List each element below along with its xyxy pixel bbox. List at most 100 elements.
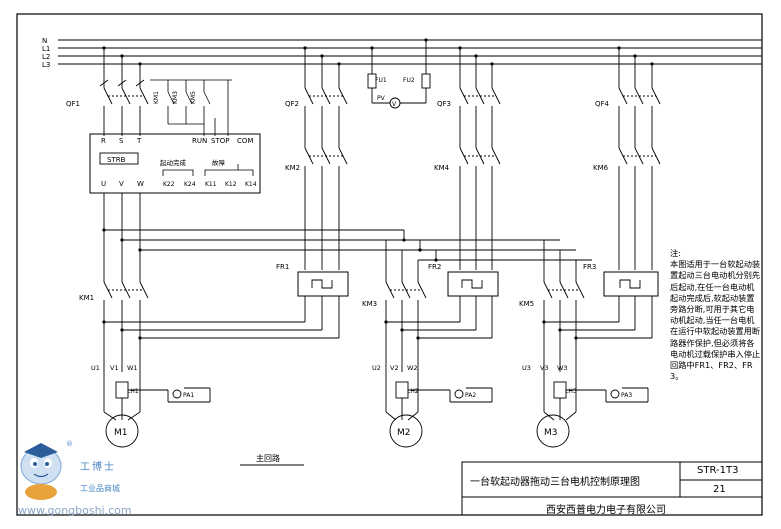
note-body: 本图适用于一台软起动装置起动三台电动机分别先后起动,在任一台电动机起动完成后,软…: [670, 259, 761, 382]
km4-label: KM4: [434, 164, 450, 172]
soft-starter-model-box: [99, 152, 139, 165]
relay-terminal-k22: K22: [163, 181, 175, 188]
km6-label: KM6: [593, 164, 609, 172]
bus-label-l3: L3: [42, 61, 50, 69]
soft-starter-box: [89, 133, 261, 194]
fu2-label: FU2: [403, 77, 415, 84]
m1-terminal-u: U1: [91, 364, 100, 372]
fu1-label: FU1: [375, 77, 387, 84]
relay-terminal-k24: K24: [184, 181, 196, 188]
terminal-v: V: [119, 180, 124, 188]
control-contact-label-km5: KM5: [190, 91, 197, 104]
control-contact-label-km3: KM3: [172, 91, 179, 104]
m2-terminal-w: W2: [407, 364, 418, 372]
km5-label: KM5: [519, 300, 534, 308]
m2-label: M2: [397, 428, 411, 438]
drawing-title: 一台软起动器拖动三台电机控制原理图: [470, 477, 640, 488]
control-contact-label-km1: KM1: [153, 91, 160, 104]
relay-terminal-k12: K12: [225, 181, 237, 188]
fr3-label: FR3: [583, 263, 596, 271]
drawing-code: STR-1T3: [697, 465, 739, 476]
company-name: 西安西普电力电子有限公司: [546, 505, 666, 516]
watermark-name: 工博士: [80, 462, 116, 473]
m3-ammeter: PA3: [621, 392, 632, 399]
relay-terminal-k11: K11: [205, 181, 217, 188]
motor-m3-group: [536, 372, 649, 448]
soft-starter-model: STRB: [107, 156, 126, 164]
qf1-breaker: [99, 48, 149, 136]
km1-contactor: [103, 281, 149, 372]
terminal-run: RUN: [192, 137, 207, 145]
note-heading: 注:: [670, 248, 681, 258]
qf3-branch: [386, 48, 501, 339]
sheet-border: [16, 13, 763, 516]
m2-ammeter: PA2: [465, 392, 476, 399]
qf1-label: QF1: [66, 100, 80, 108]
qf2-label: QF2: [285, 100, 299, 108]
motor-m2-group: [385, 372, 493, 448]
sheet-number: 21: [713, 484, 726, 495]
m1-label: M1: [114, 428, 128, 438]
qf4-label: QF4: [595, 100, 610, 108]
km5-contactor: [543, 239, 592, 372]
soft-starter-output-lines: [103, 193, 592, 282]
design-note: 注: 本图适用于一台软起动装置起动三台电动机分别先后起动,在任一台电动机起动完成…: [670, 248, 762, 448]
m1-ct: LH1: [127, 388, 139, 395]
watermark-url: www.gongboshi.com: [18, 504, 132, 517]
km1-label: KM1: [79, 294, 94, 302]
soft-starter-terminals: R S T RUN STOP COM U V W: [101, 137, 253, 188]
fr3-relay: [603, 271, 659, 297]
fr1-relay: [297, 271, 349, 297]
fuse-voltmeter: [367, 40, 431, 109]
km2-label: KM2: [285, 164, 300, 172]
m2-terminal-u: U2: [372, 364, 381, 372]
control-contact-labels: KM1 KM3 KM5: [153, 91, 197, 104]
bus-labels: N L1 L2 L3: [42, 37, 50, 69]
relay-brackets: [162, 164, 254, 176]
registered-mark: ®: [66, 440, 73, 448]
terminal-com: COM: [237, 137, 253, 145]
fr2-label: FR2: [428, 263, 441, 271]
m3-label: M3: [544, 428, 558, 438]
terminal-stop: STOP: [211, 137, 229, 145]
terminal-t: T: [136, 137, 142, 145]
motor-m1-group: [103, 372, 211, 448]
main-circuit-label: 主回路: [256, 453, 280, 463]
km3-label: KM3: [362, 300, 377, 308]
qf2-branch: [104, 48, 348, 339]
mascot-icon: [20, 443, 62, 500]
terminal-w: W: [137, 180, 144, 188]
km3-contactor: [385, 239, 436, 372]
m3-terminal-v: V3: [540, 364, 549, 372]
m1-terminal-w: W1: [127, 364, 138, 372]
bypass-junctions-m2: [384, 320, 420, 340]
title-block: [461, 461, 763, 516]
m1-terminal-v: V1: [110, 364, 119, 372]
fr2-relay: [447, 271, 499, 297]
relay-group-fault: 故障: [212, 158, 226, 167]
control-contacts: [150, 79, 232, 136]
fr1-label: FR1: [276, 263, 289, 271]
m2-terminal-v: V2: [390, 364, 399, 372]
watermark-subtitle: 工业品商城: [80, 484, 120, 493]
relay-group-start-complete: 起动完成: [160, 158, 187, 167]
terminal-u: U: [101, 180, 106, 188]
bypass-junctions-m1: [102, 320, 142, 340]
qf4-branch: [544, 48, 661, 339]
bus-junctions: [102, 38, 654, 66]
pv-symbol: V: [392, 101, 397, 108]
terminal-s: S: [119, 137, 124, 145]
m3-terminal-w: W3: [557, 364, 568, 372]
relay-terminal-k14: K14: [245, 181, 257, 188]
m3-ct: LH3: [565, 388, 577, 395]
m1-ammeter: PA1: [183, 392, 194, 399]
bus-label-l1: L1: [42, 45, 50, 53]
bypass-junctions-m3: [542, 320, 578, 340]
pv-label: PV: [377, 95, 386, 102]
bus-label-n: N: [42, 37, 47, 45]
m3-terminal-u: U3: [522, 364, 531, 372]
qf3-label: QF3: [437, 100, 451, 108]
m2-ct: LH2: [407, 388, 419, 395]
terminal-r: R: [101, 137, 106, 145]
